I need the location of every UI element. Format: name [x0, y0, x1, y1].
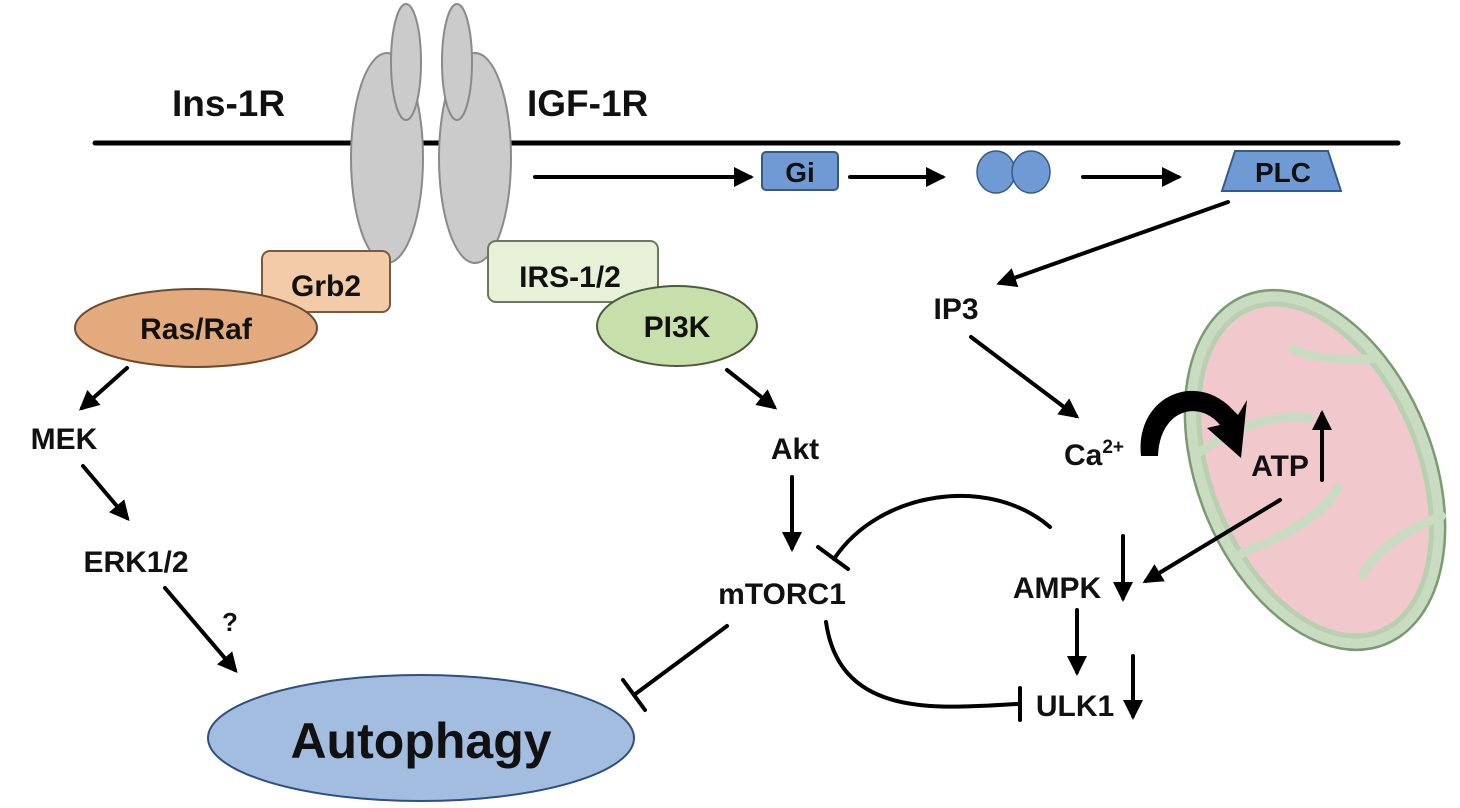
atp-label: ATP: [1251, 450, 1309, 483]
question-mark: ?: [222, 607, 238, 637]
ras-raf-label: Ras/Raf: [140, 313, 253, 346]
ins-1r-label: Ins-1R: [172, 83, 285, 124]
inhibit-mtorc1-ulk1: [824, 620, 1022, 722]
plc-label: PLC: [1255, 157, 1311, 188]
pi3k-label: PI3K: [644, 311, 711, 344]
grb2-box: [261, 250, 391, 313]
arrow-rasraf-mek: [79, 366, 129, 411]
gi-box: [761, 151, 839, 191]
arrow-atp-ampk: [1142, 498, 1282, 584]
mek-label: MEK: [31, 423, 98, 456]
irs-box: [487, 240, 659, 303]
ca-label: Ca2+: [1064, 437, 1124, 472]
pi3k-ellipse: [596, 285, 758, 367]
mitochondrion-matrix: [1196, 301, 1434, 639]
plc-trapezoid: [1220, 150, 1343, 192]
grb2-label: Grb2: [291, 270, 361, 303]
ampk-label: AMPK: [1013, 572, 1102, 605]
mitochondrion: [1183, 288, 1447, 652]
autophagy-ellipse: [207, 674, 635, 802]
arrow-ip3-ca: [969, 335, 1080, 419]
gi-label: Gi: [785, 157, 815, 188]
arrow-plc-ip3: [996, 200, 1230, 288]
arrow-ca-mitochondria: [1140, 390, 1247, 458]
insulin-receptor: [350, 3, 424, 264]
igf-1r-label: IGF-1R: [527, 83, 648, 124]
ulk1-label: ULK1: [1036, 690, 1114, 723]
inhibit-ampk-mtorc1: [816, 493, 1052, 571]
ras-raf-ellipse: [74, 288, 318, 368]
igf1-receptor: [438, 3, 512, 264]
arrow-mek-erk: [81, 464, 130, 522]
arrow-pi3k-akt: [725, 368, 778, 410]
irs-label: IRS-1/2: [519, 261, 621, 294]
g-beta-gamma-dimer: [976, 150, 1051, 194]
akt-label: Akt: [771, 433, 819, 466]
mtorc1-label: mTORC1: [718, 578, 846, 611]
inhibit-mtorc1-autophagy: [621, 624, 729, 712]
arrow-erk-autophagy: [163, 586, 238, 674]
autophagy-label: Autophagy: [290, 713, 551, 769]
cristae: [1195, 344, 1446, 580]
erk-label: ERK1/2: [83, 546, 188, 579]
ip3-label: IP3: [933, 293, 978, 326]
